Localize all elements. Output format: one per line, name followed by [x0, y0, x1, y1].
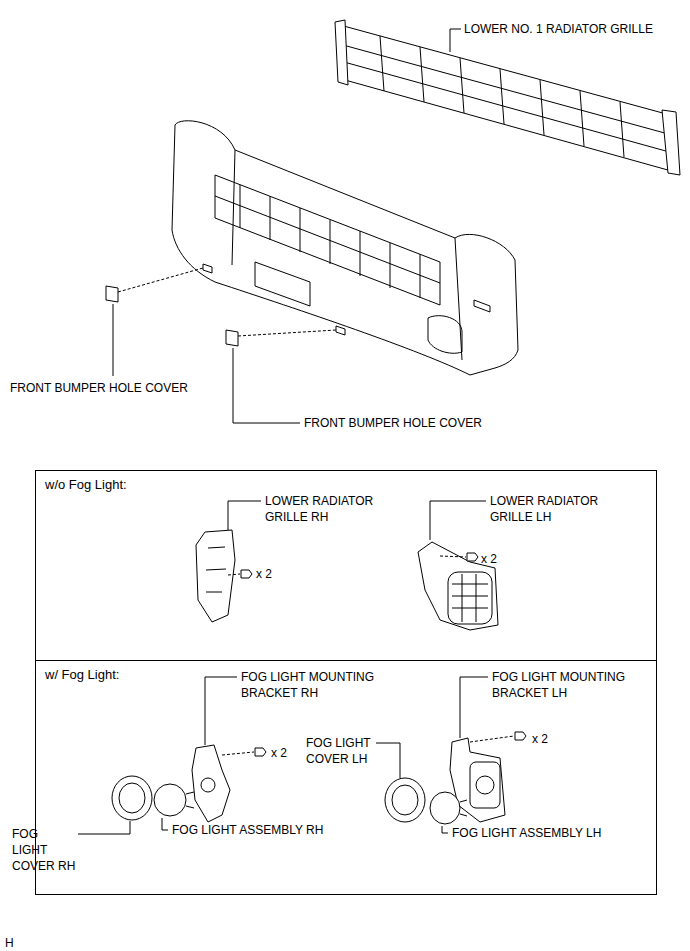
fog-light-mounting-bracket-lh [470, 736, 514, 742]
fog-light-assembly-rh [154, 784, 194, 816]
front-bumper [255, 262, 310, 306]
part-name: x 2 [532, 731, 548, 747]
leader-line [78, 29, 488, 834]
leader-line [205, 677, 237, 745]
fog-light-cover-rh [112, 776, 152, 820]
front-bumper [232, 150, 462, 360]
part-name: FOG LIGHT MOUNTING BRACKET LH [492, 669, 652, 701]
leader-line [460, 677, 488, 738]
part-name: FOG LIGHT COVER RH [12, 826, 76, 874]
lower-radiator-grille-lh [440, 556, 466, 557]
leader-line [442, 826, 448, 833]
lower-radiator-grille-rh [228, 574, 240, 575]
fog-light-cover-rh [112, 776, 152, 820]
fog-light-cover-lh [385, 778, 425, 822]
part-name: x 2 [481, 551, 497, 567]
lower-radiator-grille-rh [241, 570, 252, 578]
lower-radiator-grille-lh [418, 542, 498, 630]
fog-light-mounting-bracket-lh [470, 762, 500, 808]
lower-radiator-grille-lh [467, 553, 478, 561]
part-name: FOG LIGHT ASSEMBLY RH [172, 822, 323, 838]
leader-line [376, 743, 400, 778]
fog-light-mounting-bracket-rh [192, 745, 230, 822]
front-bumper [203, 264, 345, 335]
panel-heading: w/o Fog Light: [36, 471, 656, 493]
leader-line [228, 501, 261, 530]
radiator-grille [335, 20, 680, 175]
front-bumper [240, 185, 420, 298]
fog-light-mounting-bracket-lh [450, 732, 526, 822]
radiator-grille [380, 36, 624, 157]
front-bumper [172, 121, 518, 375]
page-mark: H [5, 935, 14, 951]
front-bumper [172, 121, 518, 375]
front-bumper [215, 175, 440, 305]
fog-light-assembly-rh [154, 784, 186, 816]
lower-radiator-grille-rh [196, 530, 252, 622]
fog-light-mounting-bracket-rh [201, 778, 215, 792]
part-name: FOG LIGHT MOUNTING BRACKET RH [241, 669, 401, 701]
leader-line [78, 821, 130, 834]
front-bumper [474, 300, 490, 312]
leader-line [450, 29, 461, 52]
lower-radiator-grille-lh [418, 542, 498, 630]
radiator-grille [343, 45, 673, 153]
lower-radiator-grille-lh [452, 574, 488, 622]
radiator-grille [335, 20, 680, 175]
hole-cover [226, 330, 238, 346]
part-name: LOWER NO. 1 RADIATOR GRILLE [464, 21, 653, 37]
part-name: FOG LIGHT COVER LH [306, 735, 374, 767]
fog-light-mounting-bracket-rh [222, 752, 254, 755]
hole-cover [118, 268, 336, 336]
part-name: FRONT BUMPER HOLE COVER [304, 415, 482, 431]
leader-line [113, 304, 114, 376]
lower-radiator-grille-rh [206, 547, 226, 592]
fog-light-cover-lh [385, 778, 425, 822]
fog-light-mounting-bracket-lh [515, 732, 526, 740]
leader-line [162, 818, 168, 830]
fog-light-cover-rh [119, 783, 145, 813]
fog-light-assembly-lh [430, 792, 467, 824]
fog-light-assembly-lh [460, 800, 467, 816]
part-name: FOG LIGHT ASSEMBLY LH [452, 825, 601, 841]
hole-cover [106, 286, 118, 302]
leader-line [430, 501, 486, 540]
fog-light-mounting-bracket-rh [192, 745, 266, 822]
fog-light-assembly-rh [186, 792, 194, 808]
part-name: x 2 [256, 566, 272, 582]
fog-light-mounting-bracket-lh [476, 776, 494, 794]
fog-light-assembly-lh [430, 792, 460, 824]
leader-line [233, 348, 300, 423]
hole-cover [106, 268, 336, 346]
part-name: x 2 [271, 745, 287, 761]
lower-radiator-grille-rh [196, 530, 235, 622]
front-bumper [215, 196, 440, 283]
radiator-grille [340, 25, 675, 172]
lower-radiator-grille-lh [448, 572, 492, 624]
fog-light-mounting-bracket-rh [255, 748, 266, 756]
part-name: LOWER RADIATOR GRILLE LH [490, 493, 605, 525]
part-name: FRONT BUMPER HOLE COVER [10, 380, 188, 396]
fog-light-cover-lh [392, 785, 418, 815]
part-name: LOWER RADIATOR GRILLE RH [265, 493, 380, 525]
front-bumper [428, 316, 462, 354]
